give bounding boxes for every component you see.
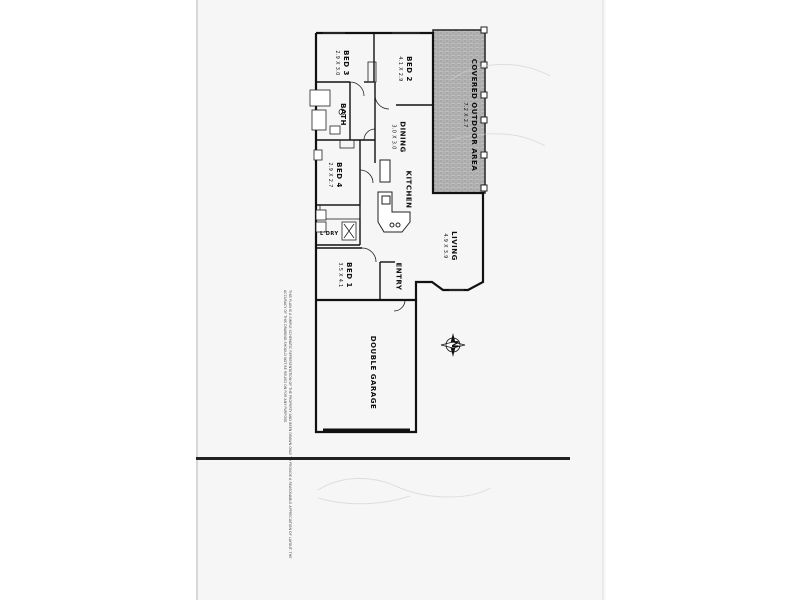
room-bed2-dim: 4.1 X 2.9	[396, 56, 403, 82]
room-living-name: LIVING	[449, 231, 458, 261]
room-covered-dim: 7.2 X 2.7	[462, 102, 469, 128]
room-bath-name: BATH	[338, 103, 347, 126]
disclaimer-line-1: THIS PLAN IS A SIMPLE SCHEMATIC REPRESEN…	[288, 290, 292, 559]
room-kitchen: KITCHEN	[403, 171, 412, 209]
paper-edge-right	[602, 0, 606, 600]
plan-disclaimer: THIS PLAN IS A SIMPLE SCHEMATIC REPRESEN…	[283, 290, 292, 559]
room-laundry-name: L'DRY	[320, 231, 339, 237]
room-bed3: BED 3 2.9 X 3.0	[332, 50, 350, 76]
room-covered-outdoor-area: COVERED OUTDOOR AREA 7.2 X 2.7	[460, 59, 478, 171]
room-living: LIVING 4.9 X 3.9	[440, 231, 458, 261]
room-bed1: BED 1 3.5 X 4.1	[335, 262, 353, 288]
room-dining: DINING 3.0 X 3.0	[389, 121, 407, 152]
room-bed4: BED 4 2.9 X 2.7	[325, 162, 343, 188]
room-dining-name: DINING	[398, 121, 407, 153]
room-dining-dim: 3.0 X 3.0	[390, 124, 397, 150]
paper-edge-left	[196, 0, 198, 600]
room-bed4-name: BED 4	[334, 162, 343, 188]
room-laundry: L'DRY	[320, 230, 339, 239]
room-garage-name: DOUBLE GARAGE	[369, 335, 378, 410]
window-marks	[323, 32, 464, 291]
verandah-posts	[480, 26, 488, 192]
covered-outdoor-area-floor	[432, 29, 486, 194]
room-living-dim: 4.9 X 3.9	[441, 233, 448, 259]
room-bed4-dim: 2.9 X 2.7	[326, 162, 333, 188]
bath-fixtures	[309, 89, 346, 161]
room-bed3-name: BED 3	[341, 50, 350, 76]
kitchen-counters	[377, 159, 411, 233]
outer-walls	[314, 31, 485, 434]
compass-north-label: N	[448, 340, 459, 348]
room-entry-name: ENTRY	[394, 262, 403, 291]
room-covered-name: COVERED OUTDOOR AREA	[470, 58, 479, 172]
room-bed3-dim: 2.9 X 3.0	[333, 50, 340, 76]
room-bed2: BED 2 4.1 X 2.9	[395, 56, 413, 82]
room-kitchen-name: KITCHEN	[404, 170, 413, 209]
room-bed1-name: BED 1	[344, 262, 353, 288]
room-bed1-dim: 3.5 X 4.1	[336, 262, 343, 288]
room-entry: ENTRY	[394, 263, 403, 291]
scan-artifacts	[317, 63, 551, 505]
room-bath: BATH	[338, 103, 347, 126]
room-double-garage: DOUBLE GARAGE	[368, 336, 377, 409]
laundry-fixtures	[315, 209, 357, 241]
room-bed2-name: BED 2	[404, 56, 413, 82]
divider-rule	[196, 457, 570, 460]
compass-rose	[440, 333, 466, 357]
